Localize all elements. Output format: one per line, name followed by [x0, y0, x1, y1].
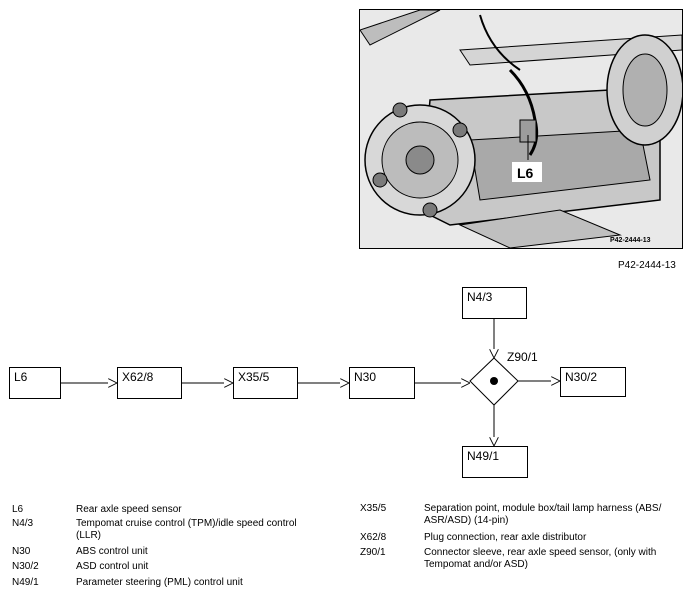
legend-description: Connector sleeve, rear axle speed sensor… — [424, 547, 657, 570]
legend-description: ABS control unit — [76, 546, 148, 557]
legend-description: Rear axle speed sensor — [76, 504, 182, 515]
legend-item: L6 Rear axle speed sensor — [12, 504, 342, 516]
legend-code: X35/5 — [360, 503, 387, 514]
photo-callout-l6: L6 — [517, 165, 534, 181]
legend-description: Tempomat cruise control (TPM)/idle speed… — [76, 518, 297, 541]
node-n49-1: N49/1 — [462, 446, 528, 478]
node-n30-2: N30/2 — [560, 367, 626, 397]
legend-description: Parameter steering (PML) control unit — [76, 577, 243, 588]
connector-sleeve-dot — [490, 377, 498, 385]
photo-code: P42-2444-13 — [610, 237, 651, 244]
connector-label-z90-1: Z90/1 — [507, 350, 538, 364]
component-photo: L6 P42-2444-13 — [359, 9, 683, 249]
legend-code: N30/2 — [12, 561, 39, 572]
legend-description: ASD control unit — [76, 561, 149, 572]
node-x62-8: X62/8 — [117, 367, 182, 399]
legend-description: Plug connection, rear axle distributor — [424, 532, 587, 543]
node-n30: N30 — [349, 367, 415, 399]
legend-code: N49/1 — [12, 577, 39, 588]
legend-code: Z90/1 — [360, 547, 386, 558]
legend-item: N4/3 Tempomat cruise control (TPM)/idle … — [12, 518, 342, 542]
node-l6: L6 — [9, 367, 61, 399]
legend-item: N49/1 Parameter steering (PML) control u… — [12, 577, 342, 589]
legend-item: N30/2 ASD control unit — [12, 561, 342, 573]
legend-code: N30 — [12, 546, 31, 557]
legend-code: L6 — [12, 504, 24, 515]
legend-code: X62/8 — [360, 532, 387, 543]
node-x35-5: X35/5 — [233, 367, 298, 399]
legend-item: N30 ABS control unit — [12, 546, 342, 558]
legend-item: X62/8 Plug connection, rear axle distrib… — [360, 532, 685, 544]
node-n4-3: N4/3 — [462, 287, 527, 319]
legend-description: Separation point, module box/tail lamp h… — [424, 503, 662, 526]
legend-item: Z90/1 Connector sleeve, rear axle speed … — [360, 547, 685, 573]
legend-item: X35/5 Separation point, module box/tail … — [360, 503, 685, 529]
legend-code: N4/3 — [12, 518, 34, 529]
photo-reference-caption: P42-2444-13 — [618, 260, 676, 271]
rear-axle-illustration: L6 P42-2444-13 — [360, 10, 682, 248]
